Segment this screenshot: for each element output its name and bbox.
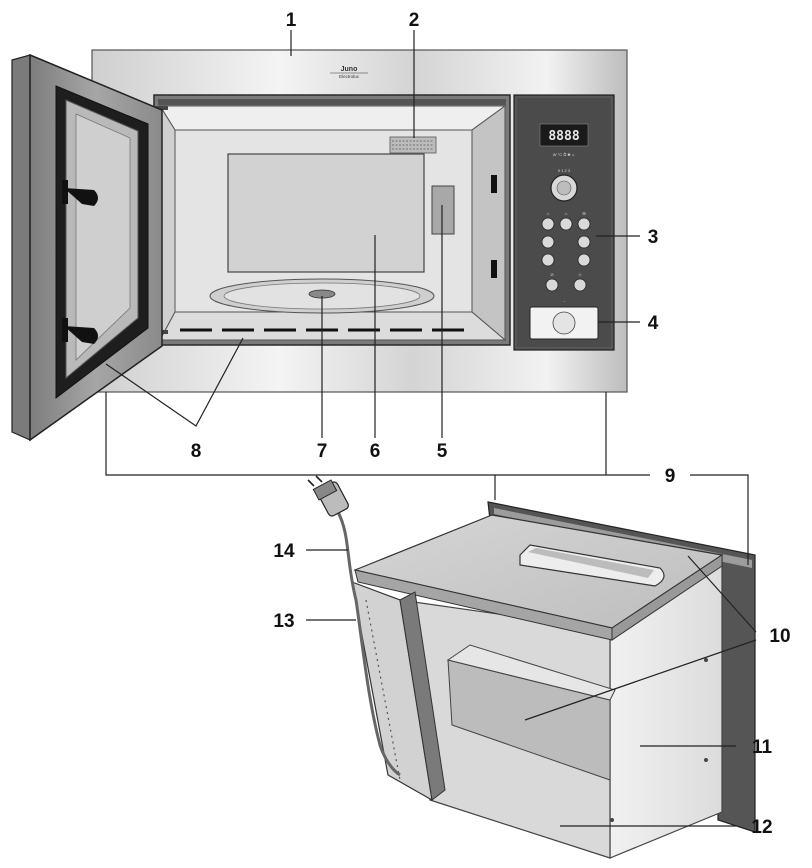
button-function-f[interactable]: [541, 253, 555, 267]
callout-1: 1: [286, 10, 297, 31]
brand-sub: Electrolux: [339, 74, 360, 79]
callout-3: 3: [648, 227, 659, 248]
stop-symbol: ⊘: [550, 272, 553, 277]
microwave-front: Juno Electrolux: [11, 49, 628, 442]
callout-10: 10: [769, 626, 790, 647]
button-function-a[interactable]: [541, 217, 555, 231]
button-function-e[interactable]: [577, 235, 591, 249]
door-release-symbol: →: [562, 298, 566, 303]
button-function-c[interactable]: [577, 217, 591, 231]
latch-slot-bottom: [491, 260, 497, 278]
digital-display: [539, 123, 589, 147]
button-b-symbol: ♨: [564, 211, 568, 216]
callout-12: 12: [751, 817, 772, 838]
open-door: [11, 53, 163, 442]
brand-logo: Juno: [341, 66, 358, 73]
button-a-symbol: ♨: [546, 211, 550, 216]
start-symbol: ◇: [578, 272, 582, 277]
cavity-window: [227, 153, 425, 273]
callout-9: 9: [665, 466, 676, 487]
waveguide-cover: [431, 185, 455, 235]
door-latch-top: [64, 188, 98, 206]
button-function-g[interactable]: [577, 253, 591, 267]
button-c-symbol: ⊞: [582, 211, 585, 216]
latch-slot-top: [491, 175, 497, 193]
callout-4: 4: [648, 313, 659, 334]
control-panel: 8888 W °C ⏱ ✱ ☼ 0 1 2 3 ♨ ♨ ⊞ ⊘ ◇ →: [513, 94, 615, 351]
display-indicators: W °C ⏱ ✱ ☼: [553, 152, 575, 157]
button-stop[interactable]: [545, 278, 559, 292]
power-cable: [336, 511, 401, 777]
callout-7: 7: [317, 441, 328, 462]
callout-2: 2: [409, 10, 420, 31]
knob-scale: 0 1 2 3: [558, 168, 571, 173]
callout-13: 13: [273, 611, 294, 632]
button-start[interactable]: [573, 278, 587, 292]
callout-labels: 1 2 3 4 5 6 7 8 9 10 11 12 13 14: [191, 10, 791, 838]
oven-lamp-grille: [389, 136, 437, 154]
button-function-b[interactable]: [559, 217, 573, 231]
callout-6: 6: [370, 441, 381, 462]
installation-box: [307, 475, 756, 859]
callout-lines: [105, 30, 757, 827]
power-plug: [307, 475, 349, 517]
door-release-icon: [552, 311, 576, 335]
callout-11: 11: [752, 737, 773, 758]
door-latch-bottom: [64, 326, 98, 344]
callout-14: 14: [273, 541, 295, 562]
callout-5: 5: [437, 441, 448, 462]
button-function-d[interactable]: [541, 235, 555, 249]
callout-8: 8: [191, 441, 202, 462]
display-digits: 8888: [548, 129, 579, 144]
